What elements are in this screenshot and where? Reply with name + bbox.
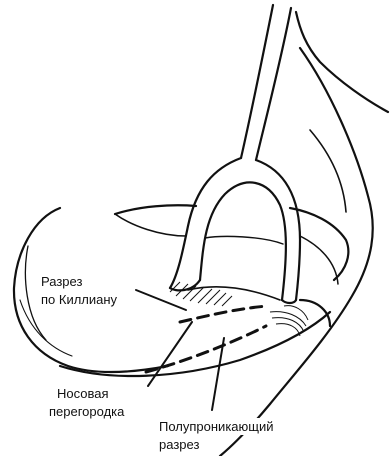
leader-lines — [136, 290, 224, 410]
septum-leader-line — [148, 322, 192, 386]
speculum-handle-inner — [256, 8, 291, 160]
label-nasal-septum-2: перегородка — [48, 403, 125, 420]
label-killian-incision-2: по Киллиану — [40, 291, 118, 308]
label-killian-incision-1: Разрез — [40, 273, 83, 290]
hatched-mucosa-left — [170, 282, 232, 306]
label-semi-penetrating-1: Полупроникающий — [158, 418, 275, 435]
face-contour — [220, 48, 373, 456]
label-nasal-septum-1: Носовая — [56, 385, 110, 402]
label-semi-penetrating-2: разрез — [158, 436, 200, 453]
speculum-blade-outer — [170, 158, 300, 300]
speculum-handle — [241, 5, 273, 158]
inner-cushion — [205, 236, 283, 244]
